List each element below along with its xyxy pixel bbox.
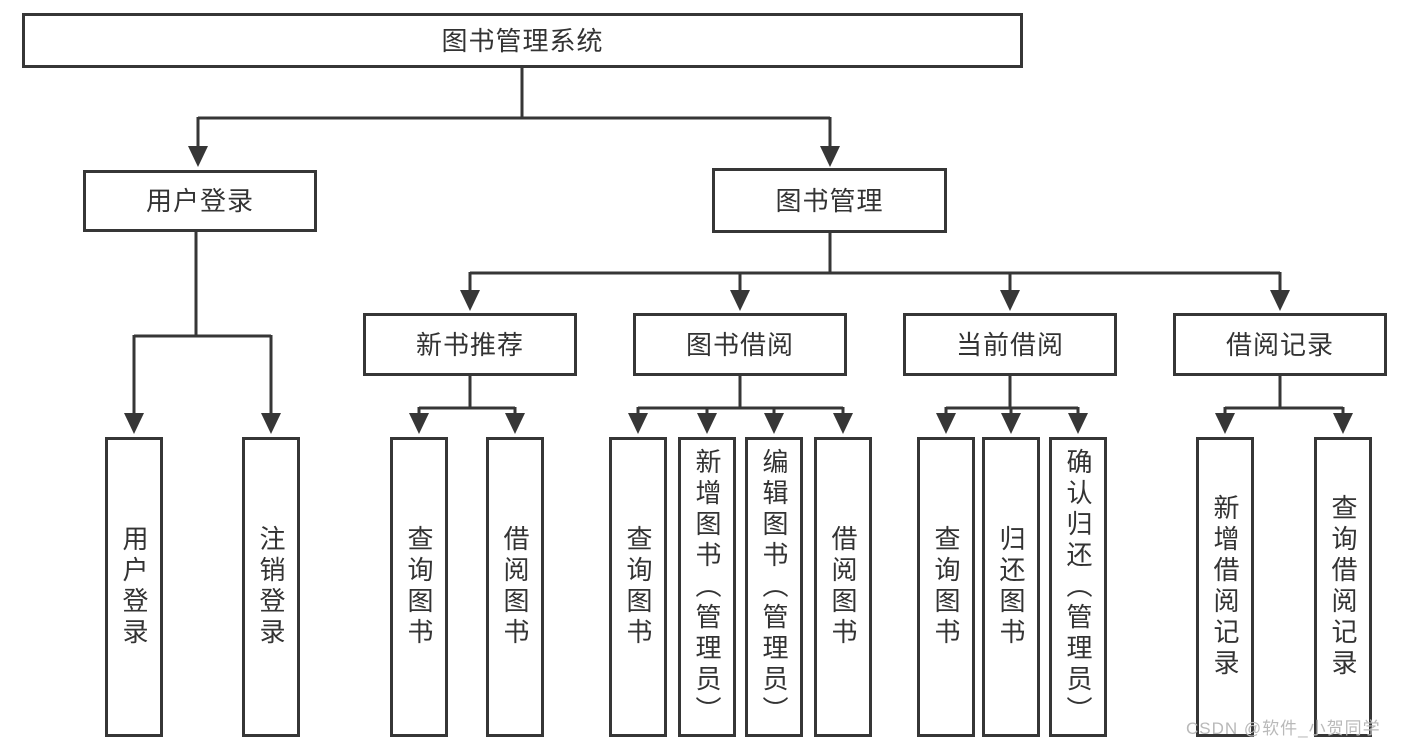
leaf-query-books-current: 查询图书	[917, 437, 975, 737]
leaf-add-borrow-record: 新增借阅记录	[1196, 437, 1254, 737]
arrowheads	[124, 146, 1353, 434]
node-book-management: 图书管理	[712, 168, 947, 233]
leaf-query-books-borrow: 查询图书	[609, 437, 667, 737]
leaf-confirm-return-admin: 确认归还（管理员）	[1049, 437, 1107, 737]
node-current-borrow: 当前借阅	[903, 313, 1117, 376]
node-new-book-recommend: 新书推荐	[363, 313, 577, 376]
leaf-borrow-books: 借阅图书	[814, 437, 872, 737]
leaf-edit-book-admin: 编辑图书（管理员）	[745, 437, 803, 737]
leaf-logout: 注销登录	[242, 437, 300, 737]
leaf-query-books-recommend: 查询图书	[390, 437, 448, 737]
node-borrow-records: 借阅记录	[1173, 313, 1387, 376]
leaf-user-login: 用户登录	[105, 437, 163, 737]
leaf-query-borrow-record: 查询借阅记录	[1314, 437, 1372, 737]
node-user-login: 用户登录	[83, 170, 317, 232]
watermark-text: CSDN @软件_小贺同学	[1186, 719, 1381, 738]
node-library-management-system: 图书管理系统	[22, 13, 1023, 68]
leaf-borrow-books-recommend: 借阅图书	[486, 437, 544, 737]
leaf-add-book-admin: 新增图书（管理员）	[678, 437, 736, 737]
leaf-return-book: 归还图书	[982, 437, 1040, 737]
node-book-borrow: 图书借阅	[633, 313, 847, 376]
